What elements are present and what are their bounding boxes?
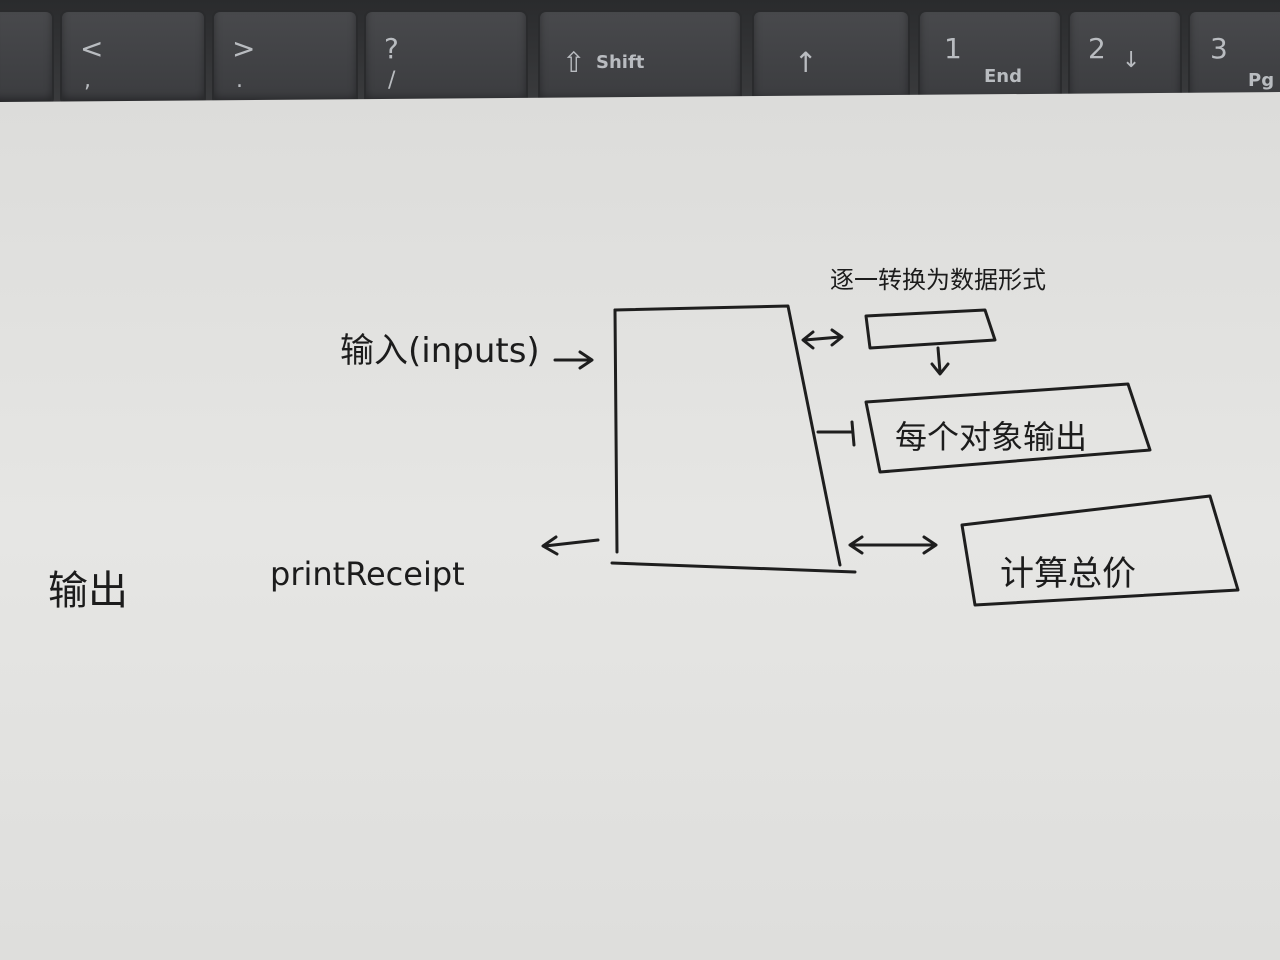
step-box-2 xyxy=(864,382,1152,474)
key-glyph: ? xyxy=(384,32,399,65)
key-label: Pg xyxy=(1248,70,1275,91)
keyboard-key-slash: ? / xyxy=(364,10,528,106)
up-arrow-icon: ↑ xyxy=(794,46,818,79)
key-subglyph: / xyxy=(388,68,396,93)
keyboard-key-period: > . xyxy=(212,10,358,106)
double-arrow-3 xyxy=(848,535,938,555)
keyboard: < , > . ? / ⇧ Shift ↑ 1 End 2 ↓ 3 Pg xyxy=(0,0,1280,110)
key-glyph: 1 xyxy=(944,32,962,65)
keyboard-key-down: 2 ↓ xyxy=(1068,10,1182,106)
input-arrow xyxy=(553,350,594,370)
key-label: End xyxy=(984,66,1022,87)
arrow-2 xyxy=(816,420,856,447)
key-label: Shift xyxy=(596,52,645,73)
key-glyph: > xyxy=(232,32,256,65)
key-subglyph: . xyxy=(236,68,243,93)
output-fn-label: printReceipt xyxy=(270,555,465,593)
keyboard-key-pgdn: 3 Pg xyxy=(1188,10,1280,106)
shift-arrow-icon: ⇧ xyxy=(562,46,586,79)
top-note: 逐一转换为数据形式 xyxy=(830,266,1046,294)
output-arrow xyxy=(541,535,600,556)
down-arrow-box xyxy=(930,346,950,376)
keyboard-key-shift: ⇧ Shift xyxy=(538,10,742,106)
key-glyph: < xyxy=(80,32,104,65)
output-label: 输出 xyxy=(48,568,128,614)
keyboard-key-comma: < , xyxy=(60,10,206,106)
main-box-left xyxy=(613,308,619,554)
step-box-3 xyxy=(960,494,1240,607)
step-box-1 xyxy=(864,308,997,350)
main-box-bottom xyxy=(610,561,857,574)
key-glyph: 2 xyxy=(1088,32,1106,65)
double-arrow-1 xyxy=(801,328,844,350)
keyboard-key-up: ↑ xyxy=(752,10,910,106)
down-arrow-icon: ↓ xyxy=(1122,48,1141,73)
main-box-outline xyxy=(613,304,842,567)
step-box-2-label: 每个对象输出 xyxy=(895,418,1087,456)
key-glyph: 3 xyxy=(1210,32,1228,65)
input-label: 输入(inputs) xyxy=(340,331,540,371)
keyboard-key-end: 1 End xyxy=(918,10,1062,106)
keyboard-key xyxy=(0,10,54,106)
paper-sheet xyxy=(0,92,1280,960)
key-subglyph: , xyxy=(84,68,91,93)
step-box-3-label: 计算总价 xyxy=(1000,554,1136,594)
